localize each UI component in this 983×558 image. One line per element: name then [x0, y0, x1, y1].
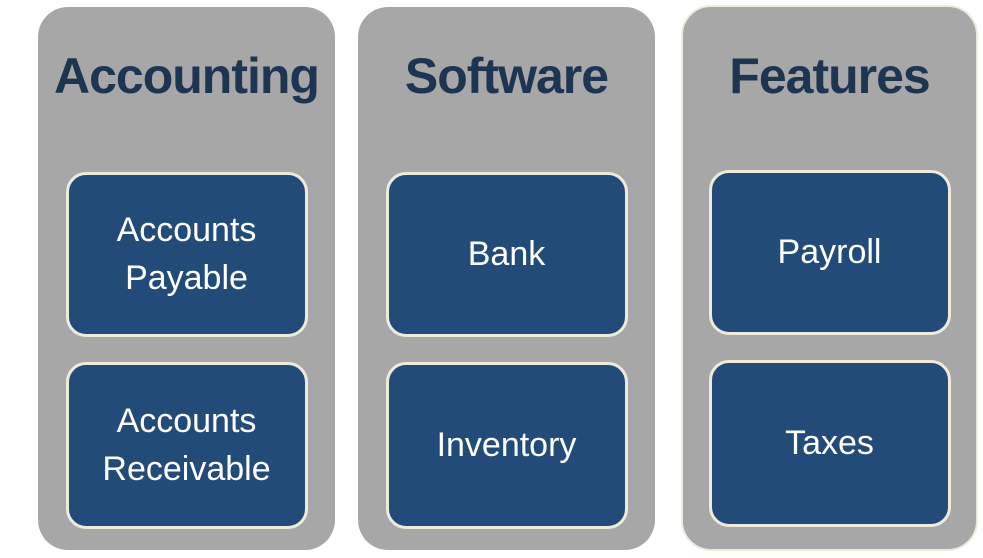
column-title: Accounting [54, 48, 320, 104]
item-box-label: Accounts Receivable [102, 401, 271, 488]
item-box-label: Payroll [777, 232, 882, 271]
item-box-label: Taxes [785, 423, 874, 462]
item-box-label: Accounts Payable [116, 210, 257, 297]
item-box-payroll: Payroll [708, 170, 951, 335]
item-box-accounts-payable: Accounts Payable [65, 172, 308, 337]
column-title: Features [729, 48, 930, 104]
column-features: Features Payroll Taxes [681, 5, 978, 551]
column-software: Software Bank Inventory [358, 7, 655, 550]
item-box-label: Bank [467, 234, 546, 273]
column-title: Software [404, 48, 609, 104]
item-box-taxes: Taxes [708, 360, 951, 527]
item-box-label: Inventory [436, 425, 577, 464]
column-accounting: Accounting Accounts Payable Accounts Rec… [38, 7, 335, 550]
item-box-bank: Bank [385, 172, 628, 337]
item-box-inventory: Inventory [385, 362, 628, 529]
item-box-accounts-receivable: Accounts Receivable [65, 362, 308, 529]
